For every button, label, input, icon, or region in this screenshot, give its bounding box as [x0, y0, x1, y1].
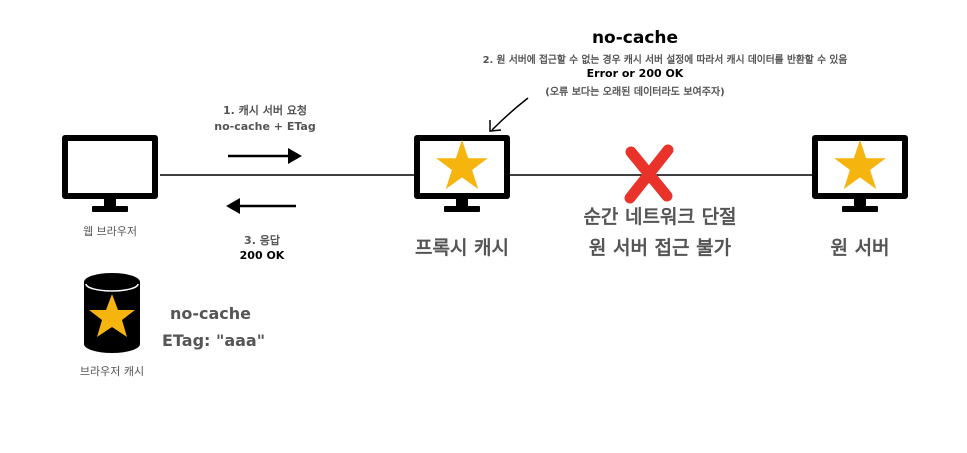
response-status-label: 200 OK	[239, 249, 285, 262]
note-line-3: (오류 보다는 오래된 데이터라도 보여주자)	[545, 87, 725, 98]
browser-monitor-icon	[62, 135, 158, 213]
proxy-label: 프록시 캐시	[414, 237, 509, 259]
origin-label: 원 서버	[830, 237, 890, 259]
arrow-left-icon	[226, 198, 296, 214]
note-line-1: 2. 원 서버에 접근할 수 없는 경우 캐시 서버 설정에 따라서 캐시 데이…	[482, 55, 848, 66]
annotation-pointer-icon	[489, 97, 529, 132]
network-cut-line-1: 순간 네트워크 단절	[583, 206, 737, 228]
network-cut-line-2: 원 서버 접근 불가	[588, 237, 732, 259]
star-icon	[834, 139, 886, 190]
x-mark-icon	[624, 144, 674, 204]
browser-label: 웹 브라우저	[82, 225, 138, 238]
star-icon	[436, 139, 488, 190]
request-step-label: 1. 캐시 서버 요청	[222, 104, 308, 117]
cache-etag: ETag: "aaa"	[162, 331, 266, 350]
diagram-title: no-cache	[591, 28, 679, 48]
star-icon	[89, 294, 135, 337]
origin-monitor-icon	[812, 135, 908, 213]
browser-cache-label: 브라우저 캐시	[79, 365, 145, 378]
proxy-monitor-icon	[414, 135, 510, 213]
note-line-2: Error or 200 OK	[586, 67, 684, 80]
arrow-right-icon	[228, 148, 302, 164]
response-step-label: 3. 응답	[244, 234, 280, 247]
cache-directive: no-cache	[170, 304, 252, 323]
request-headers-label: no-cache + ETag	[214, 120, 316, 133]
database-icon	[84, 273, 140, 353]
